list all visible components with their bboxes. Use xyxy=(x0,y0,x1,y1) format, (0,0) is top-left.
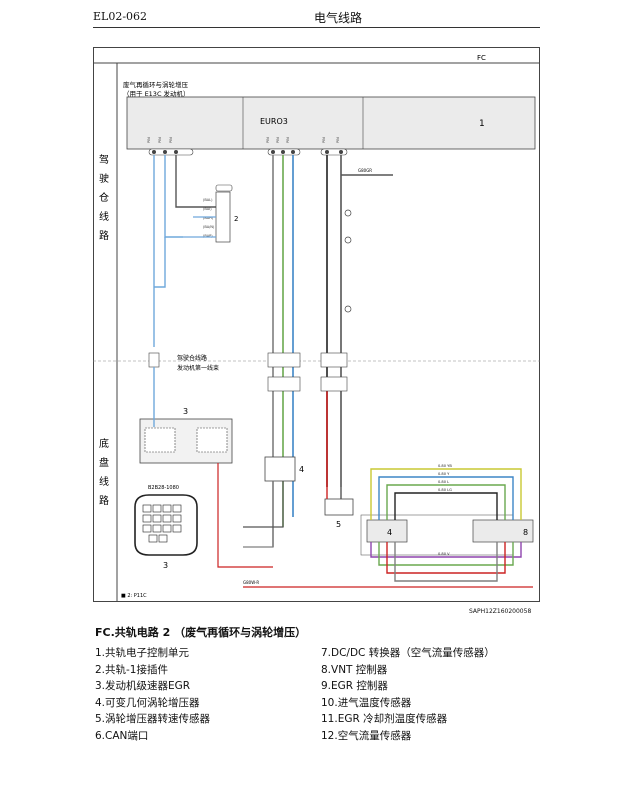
part-8-label: 8 xyxy=(523,528,528,537)
cab-char-4: 路 xyxy=(99,229,109,242)
part-5-label: 5 xyxy=(336,520,341,529)
page-code: EL02-062 xyxy=(93,10,148,23)
cab-char-1: 驶 xyxy=(99,172,109,185)
connector-2-tag xyxy=(215,184,233,192)
svg-text:(BAI): (BAI) xyxy=(203,207,212,211)
fc-label: FC xyxy=(477,54,486,62)
legend-item: 6.CAN端口 xyxy=(95,729,149,742)
harness-note-1: 驾驶仓线路 xyxy=(177,354,207,362)
diagram-title-2: （用于 E13C 发动机） xyxy=(123,89,190,98)
legend-item: 5.涡轮增压器转速传感器 xyxy=(95,713,211,725)
cab-char-0: 驾 xyxy=(99,154,109,166)
cab-char-3: 线 xyxy=(99,210,109,223)
svg-text:PIN: PIN xyxy=(266,137,270,143)
wire-y-label: 0.80 Y xyxy=(438,472,450,476)
diagram-frame xyxy=(93,47,540,602)
part-8-box xyxy=(472,519,534,543)
legend-item: 7.DC/DC 转换器（空气流量传感器） xyxy=(321,647,495,659)
wire-l2 xyxy=(164,155,183,238)
wire-l-label: 0.80 L xyxy=(438,480,449,484)
connector-3-label: 3 xyxy=(163,561,168,570)
footnote: ■ 2: P11C xyxy=(121,593,147,599)
legend-item: 11.EGR 冷却剂温度传感器 xyxy=(321,713,448,725)
wire-lg-label: 0.80 LG xyxy=(438,488,452,492)
wire-g80gr-label: G80GR xyxy=(358,168,372,173)
cab-char-2: 仓 xyxy=(99,191,109,204)
svg-text:PIN: PIN xyxy=(158,137,162,143)
svg-text:(BAP): (BAP) xyxy=(203,234,213,238)
chassis-char-1: 盘 xyxy=(99,456,109,469)
loop-wire-labels: 0.80 YB 0.80 Y 0.80 L 0.80 LG 0.80 V xyxy=(438,464,452,556)
ecu-box-1 xyxy=(126,96,536,150)
wire-v-label: 0.80 V xyxy=(438,552,450,556)
header-rule xyxy=(93,27,540,28)
wire-yb-label: 0.80 YB xyxy=(438,464,452,468)
shield-symbols xyxy=(344,209,352,313)
legend-item: 3.发动机级速器EGR xyxy=(95,680,191,692)
chassis-char-3: 路 xyxy=(99,494,109,507)
chassis-char-2: 线 xyxy=(99,475,109,488)
figure-caption: FC.共轨电路 2 （废气再循环与涡轮增压） xyxy=(95,626,307,639)
connector-2 xyxy=(215,191,231,243)
part-4-label: 4 xyxy=(299,465,304,474)
wire-g80w-r-label: G80W-R xyxy=(243,580,259,585)
connector-code: B2B28-1080 xyxy=(148,485,179,491)
wiring-diagram: FC 驾 驶 仓 线 路 底 盘 线 路 废气再循环与涡轮增压 （用于 E13C… xyxy=(93,47,540,602)
ecu-pins-middle xyxy=(267,148,301,156)
svg-text:(BA/N): (BA/N) xyxy=(203,225,215,229)
wire-l3 xyxy=(175,155,218,208)
euro-label: EURO3 xyxy=(260,117,288,126)
box1-number: 1 xyxy=(479,119,485,129)
connector-3-pins xyxy=(142,504,182,543)
connector-2-pins: (BAL) (BAI) (BAH) (BA/N) (BAP) xyxy=(203,198,215,238)
right-wire-group xyxy=(326,155,393,487)
legend-item: 12.空气流量传感器 xyxy=(321,729,412,742)
diagram-title-1: 废气再循环与涡轮增压 xyxy=(123,80,189,89)
legend-right-column: 7.DC/DC 转换器（空气流量传感器） 8.VNT 控制器 9.EGR 控制器… xyxy=(321,645,495,744)
sensor-loop-wires xyxy=(370,468,522,582)
harness-note-2: 发动机第一线束 xyxy=(177,364,219,372)
left-label-cab: 驾 驶 仓 线 路 xyxy=(99,154,109,242)
svg-text:(BAH): (BAH) xyxy=(203,216,214,220)
legend-item: 9.EGR 控制器 xyxy=(321,680,388,692)
svg-text:PIN: PIN xyxy=(286,137,290,143)
svg-text:PIN: PIN xyxy=(169,137,173,143)
wiring-diagram-svg: FC 驾 驶 仓 线 路 底 盘 线 路 废气再循环与涡轮增压 （用于 E13C… xyxy=(93,47,540,602)
left-label-chassis: 底 盘 线 路 xyxy=(99,437,109,507)
svg-text:PIN: PIN xyxy=(147,137,151,143)
drawing-code: SAPH12Z160200058 xyxy=(469,608,532,615)
legend-item: 1.共轨电子控制单元 xyxy=(95,647,190,659)
part-3-label: 3 xyxy=(183,407,188,416)
page-title: 电气线路 xyxy=(314,11,363,25)
part-5-box xyxy=(324,498,354,516)
svg-text:PIN: PIN xyxy=(322,137,326,143)
legend-item: 4.可变几何涡轮增压器 xyxy=(95,696,200,709)
part-2-label: 2 xyxy=(234,215,238,223)
legend-item: 8.VNT 控制器 xyxy=(321,663,388,676)
svg-text:(BAL): (BAL) xyxy=(203,198,213,202)
svg-text:PIN: PIN xyxy=(336,137,340,143)
part-4-box xyxy=(264,456,296,482)
chassis-char-0: 底 xyxy=(99,437,109,450)
harness-connectors-top xyxy=(148,352,348,392)
part-4b-label: 4 xyxy=(387,528,392,537)
left-wire-group xyxy=(153,155,218,347)
ecu-pins-right xyxy=(320,148,348,156)
svg-text:PIN: PIN xyxy=(276,137,280,143)
pin-tags: PIN PIN PIN PIN PIN PIN PIN PIN xyxy=(147,137,340,143)
legend-item: 2.共轨-1接插件 xyxy=(95,663,168,676)
ecu-pins-left xyxy=(148,148,194,156)
legend-left-column: 1.共轨电子控制单元 2.共轨-1接插件 3.发动机级速器EGR 4.可变几何涡… xyxy=(95,645,210,744)
wire-l4 xyxy=(154,237,166,288)
legend-item: 10.进气温度传感器 xyxy=(321,696,412,709)
